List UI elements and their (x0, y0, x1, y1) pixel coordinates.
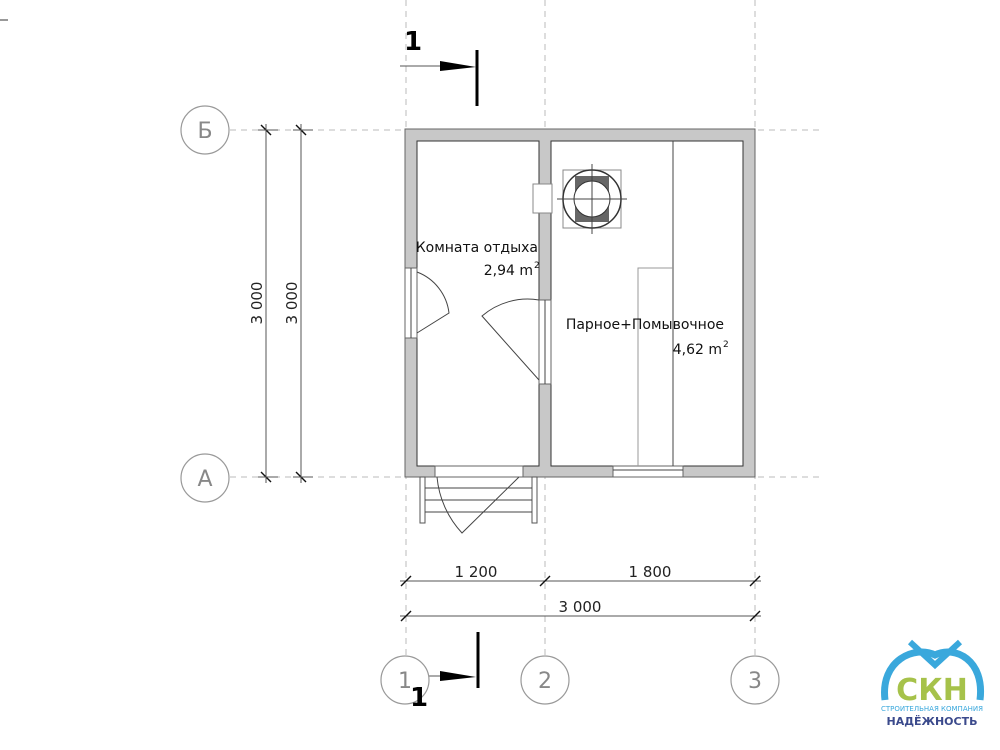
dimension-segments: 1 200 1 800 (400, 563, 761, 587)
svg-text:2: 2 (723, 340, 729, 350)
sauna-door (481, 298, 552, 385)
svg-text:Парное+Помывочное: Парное+Помывочное (566, 317, 724, 333)
dimension-vertical-outer: 3 000 (248, 124, 278, 483)
svg-text:3 000: 3 000 (283, 282, 301, 325)
svg-text:1 200: 1 200 (455, 563, 498, 581)
room-sauna: Парное+Помывочное 4,62 m 2 (566, 317, 729, 358)
svg-text:4,62 m: 4,62 m (673, 342, 722, 358)
svg-text:Б: Б (197, 119, 212, 144)
svg-text:СКН: СКН (896, 673, 968, 708)
entry-side-door (404, 267, 450, 339)
svg-text:А: А (197, 467, 212, 492)
axis-bubble-B: Б (180, 105, 230, 155)
svg-text:Комната отдыха: Комната отдыха (416, 240, 538, 256)
section-mark-bottom-label: 1 (410, 683, 428, 713)
svg-text:1: 1 (398, 669, 412, 694)
dimension-vertical-inner: 3 000 (283, 124, 313, 483)
sauna-shelves (637, 141, 674, 466)
svg-text:2,94 m: 2,94 m (484, 263, 533, 279)
svg-text:1: 1 (404, 27, 422, 57)
dimension-total: 3 000 (400, 598, 761, 622)
svg-text:2: 2 (534, 261, 540, 271)
svg-text:СТРОИТЕЛЬНАЯ КОМПАНИЯ: СТРОИТЕЛЬНАЯ КОМПАНИЯ (881, 705, 983, 713)
company-logo: СКН СТРОИТЕЛЬНАЯ КОМПАНИЯ НАДЁЖНОСТЬ (881, 639, 984, 728)
entry-porch (419, 465, 538, 534)
room-rest: Комната отдыха 2,94 m 2 (416, 240, 540, 279)
window (612, 465, 684, 478)
axis-bubble-1: 1 (380, 655, 430, 705)
svg-text:НАДЁЖНОСТЬ: НАДЁЖНОСТЬ (886, 714, 977, 728)
svg-text:2: 2 (538, 669, 552, 694)
svg-text:3 000: 3 000 (559, 598, 602, 616)
svg-text:3 000: 3 000 (248, 282, 266, 325)
axis-bubble-3: 3 (730, 655, 780, 705)
axis-bubble-2: 2 (520, 655, 570, 705)
stove-icon (532, 164, 627, 234)
svg-text:1 800: 1 800 (629, 563, 672, 581)
axis-bubble-A: А (180, 453, 230, 503)
svg-text:3: 3 (748, 669, 762, 694)
section-mark-top: 1 (400, 27, 479, 106)
